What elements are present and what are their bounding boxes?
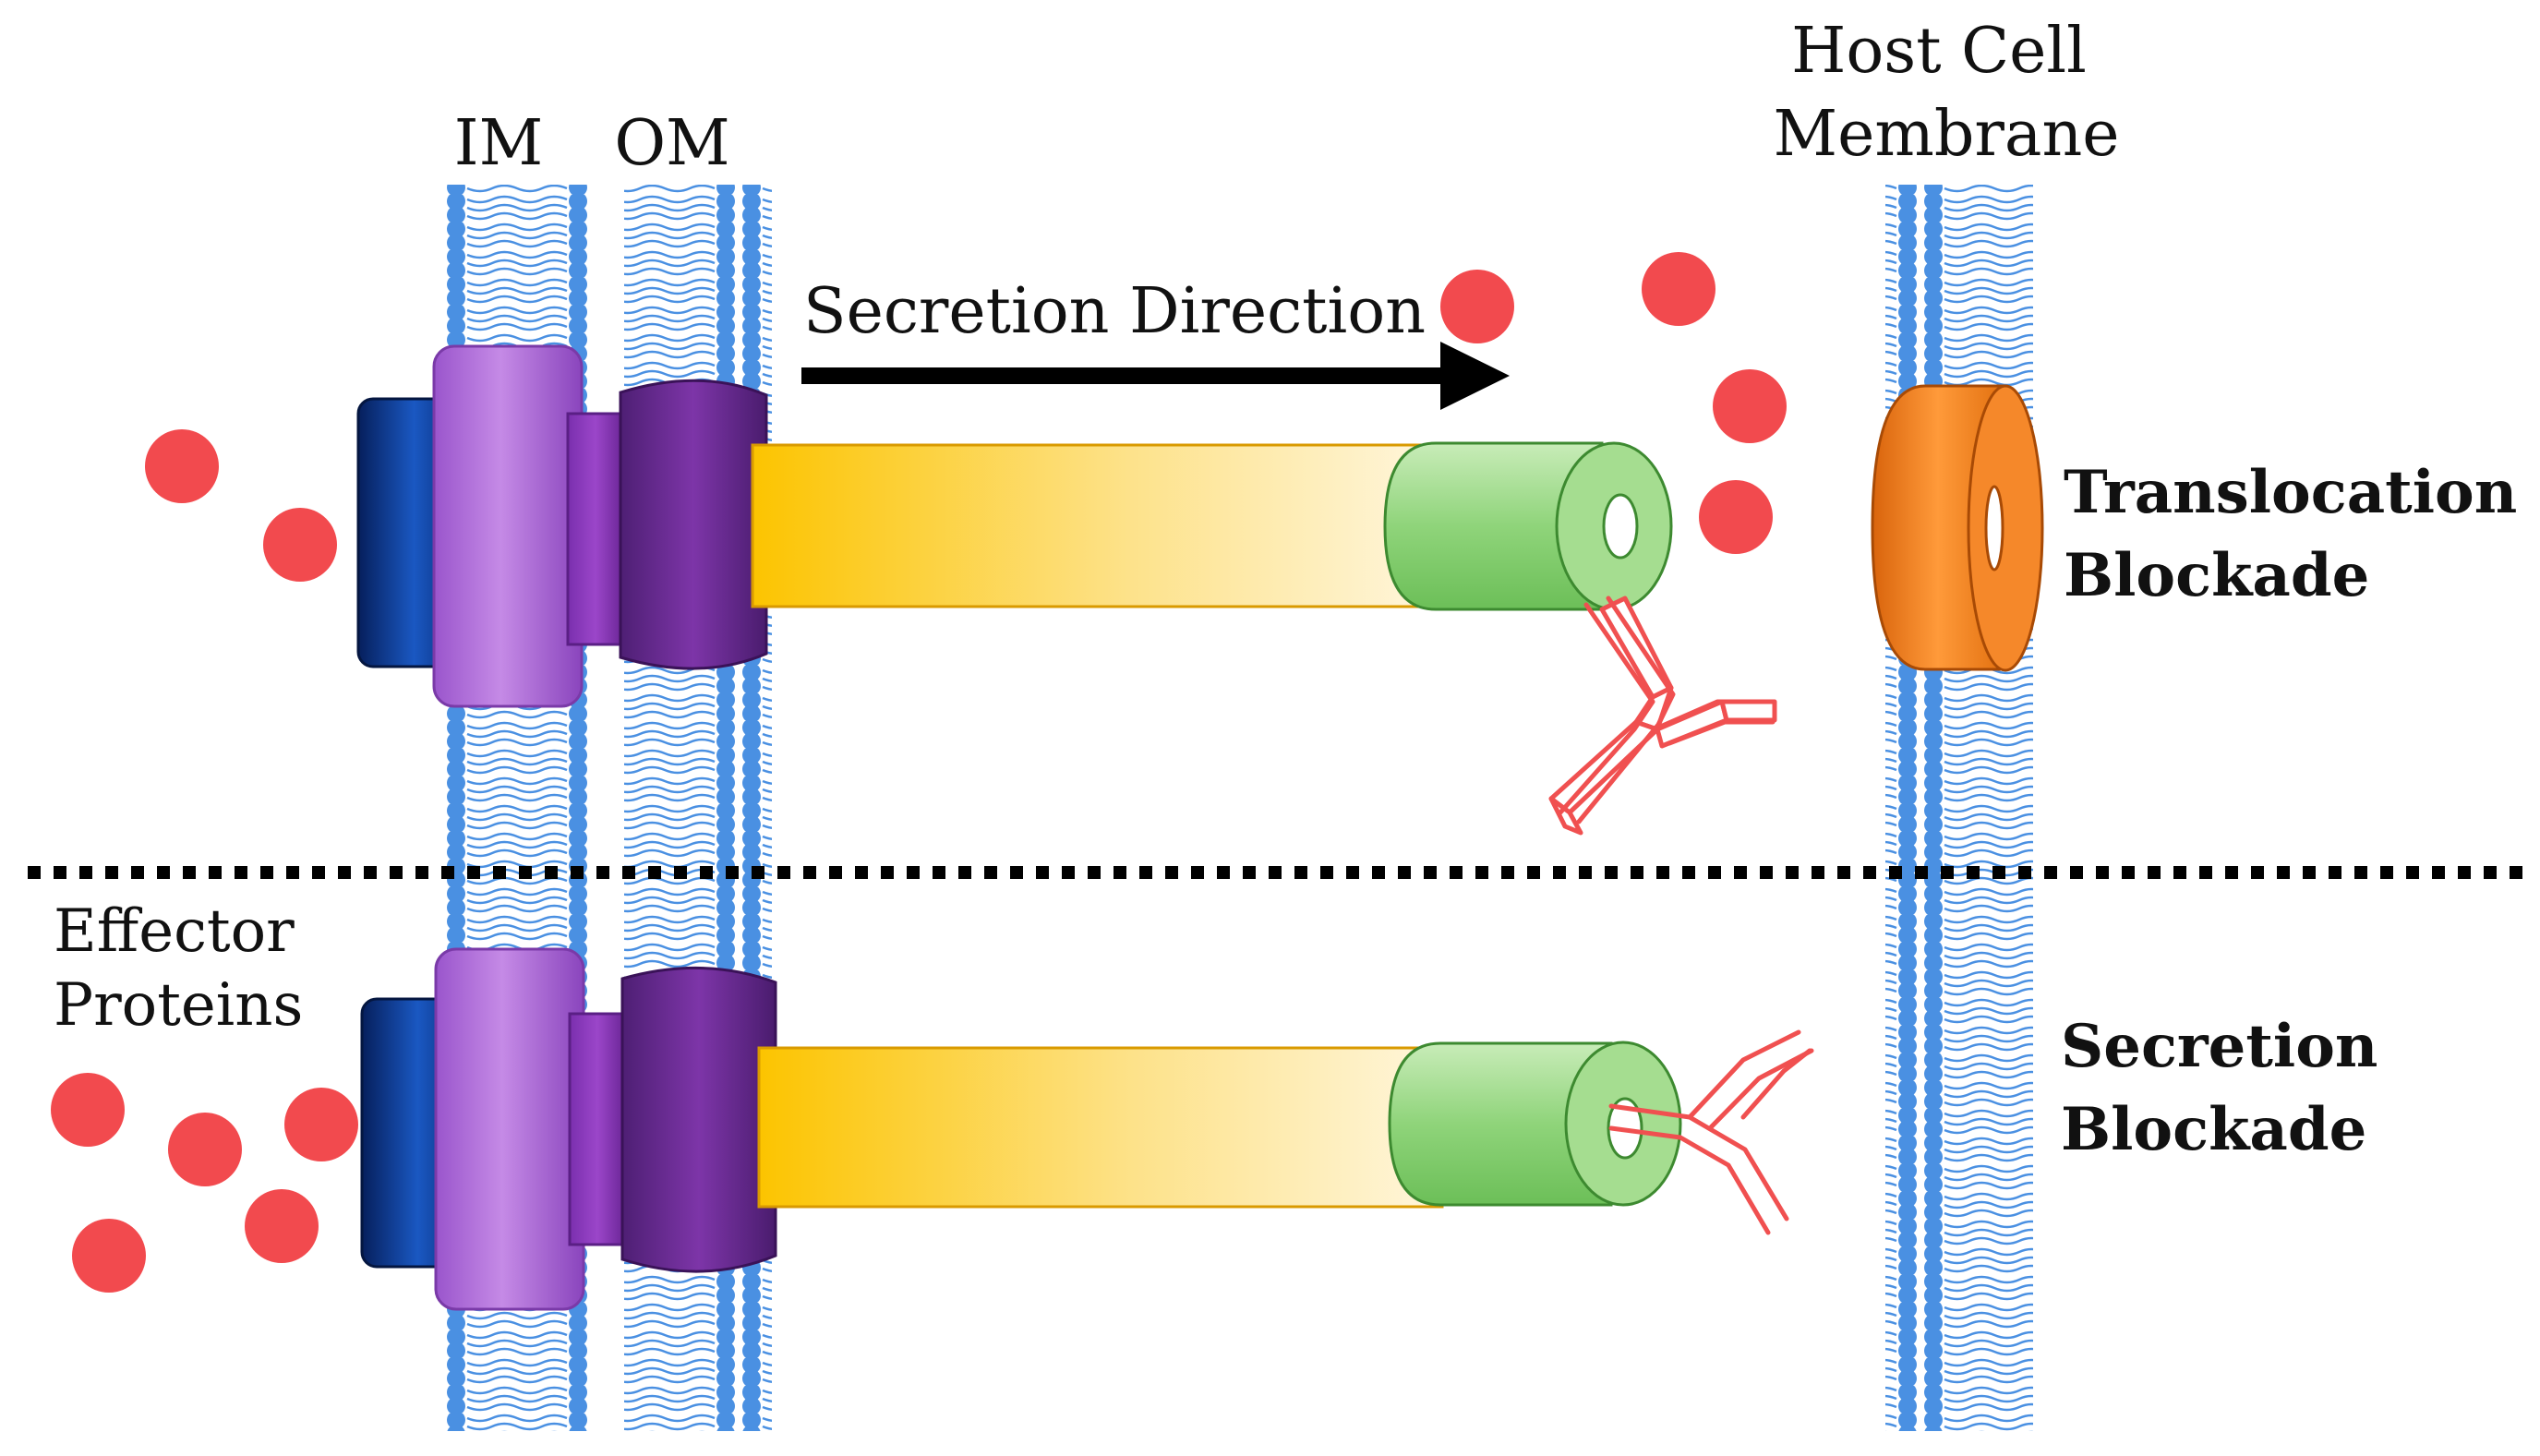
outer-ring-purple	[619, 379, 768, 670]
effector-protein-icon	[51, 252, 1787, 1293]
host-cell-label-line2: Membrane	[1774, 98, 2120, 171]
tip-green	[1388, 1041, 1613, 1207]
needle-yellow	[751, 443, 1438, 608]
im-label: IM	[454, 107, 544, 180]
secretion-blockade-line1: Secretion	[2061, 1012, 2377, 1081]
tip-green	[1383, 441, 1604, 611]
host-cell-membrane	[1885, 185, 2033, 1431]
antibody-icon-bottom	[1608, 1029, 1814, 1235]
neck-purple	[568, 1012, 627, 1246]
secretion-direction-arrow	[801, 342, 1510, 410]
inner-ring-purple	[432, 344, 584, 708]
neck-purple	[566, 412, 625, 646]
host-cell-label-line1: Host Cell	[1791, 15, 2087, 88]
injectisome-bottom	[360, 947, 1682, 1311]
om-label: OM	[614, 107, 729, 180]
antibody-icon-arms-top	[1558, 596, 1776, 824]
needle-yellow	[757, 1046, 1444, 1209]
secretion-blockade-line2: Blockade	[2061, 1095, 2366, 1164]
tip-hole	[1602, 493, 1639, 560]
secretion-direction-label: Secretion Direction	[803, 275, 1426, 348]
translocation-blockade-line2: Blockade	[2064, 541, 2369, 610]
translocation-blockade-line1: Translocation	[2064, 458, 2517, 527]
effector-proteins-line1: Effector	[54, 897, 295, 966]
effector-proteins-line2: Proteins	[54, 971, 303, 1040]
injectisome-top	[356, 344, 1673, 708]
translocon-pore	[1871, 384, 2044, 672]
inner-ring-purple	[434, 947, 585, 1311]
outer-ring-purple	[620, 966, 777, 1273]
